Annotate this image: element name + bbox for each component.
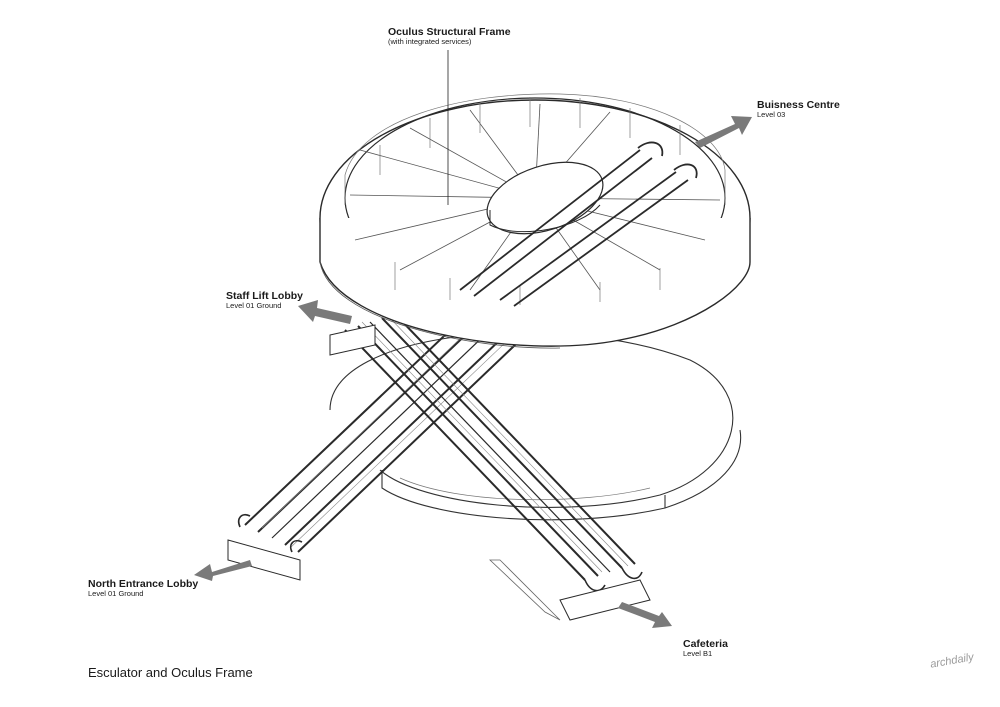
business-centre-label: Buisness Centre Level 03 xyxy=(757,99,840,120)
north-entrance-lobby-title: North Entrance Lobby xyxy=(88,578,199,590)
escalator-upper-segment xyxy=(459,141,698,307)
business-centre-level: Level 03 xyxy=(757,110,786,120)
cafeteria-title: Cafeteria xyxy=(683,638,728,650)
escalator-staff-to-cafeteria xyxy=(329,313,651,621)
arrow-business-centre xyxy=(695,116,752,148)
arrow-cafeteria xyxy=(618,602,672,628)
arrow-staff-lift-lobby xyxy=(298,300,352,324)
staff-lift-lobby-label: Staff Lift Lobby Level 01 Ground xyxy=(226,290,303,311)
frame-label-title: Oculus Structural Frame xyxy=(388,26,511,38)
staff-lift-lobby-title: Staff Lift Lobby xyxy=(226,290,303,302)
oculus-structural-frame xyxy=(319,93,751,349)
cafeteria-label: Cafeteria Level B1 xyxy=(683,638,728,659)
lower-ring xyxy=(329,332,742,521)
north-entrance-lobby-label: North Entrance Lobby Level 01 Ground xyxy=(88,578,198,599)
frame-label-sub: (with integrated services) xyxy=(388,37,472,47)
arrow-north-entrance xyxy=(194,560,252,581)
staff-lift-lobby-level: Level 01 Ground xyxy=(226,301,282,311)
frame-label: Oculus Structural Frame (with integrated… xyxy=(388,26,511,47)
escalator-north-to-business xyxy=(227,149,689,581)
diagram-caption: Esculator and Oculus Frame xyxy=(88,665,253,680)
cafeteria-level: Level B1 xyxy=(683,649,713,659)
business-centre-title: Buisness Centre xyxy=(757,99,840,111)
north-entrance-lobby-level: Level 01 Ground xyxy=(88,589,144,599)
